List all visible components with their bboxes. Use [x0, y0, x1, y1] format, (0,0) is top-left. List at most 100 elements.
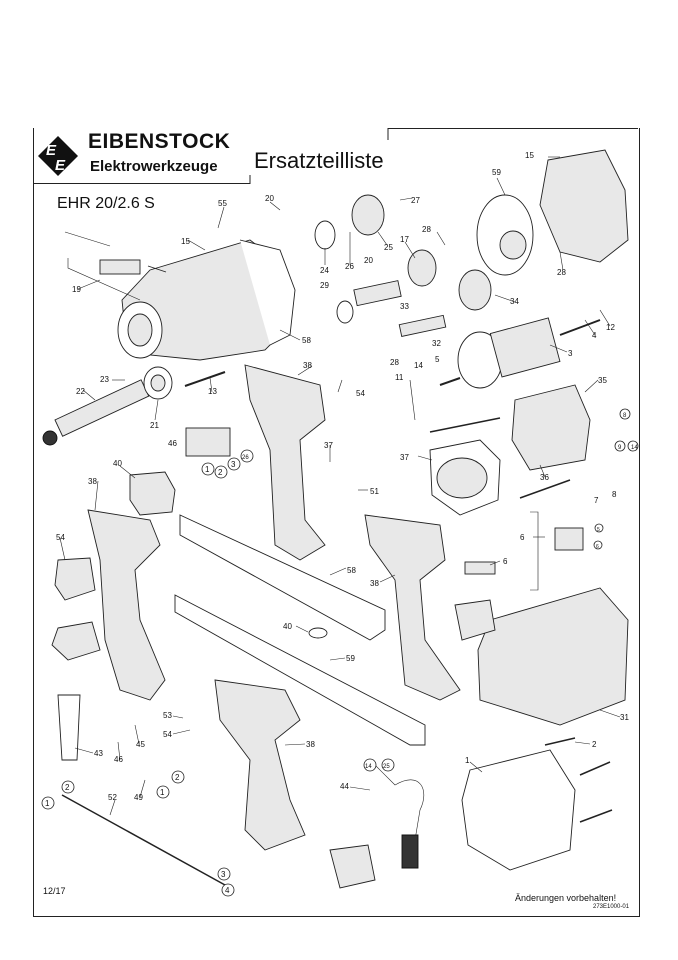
part-label: 33 — [400, 302, 409, 311]
part-label: 46 — [168, 439, 177, 448]
circle-label: 25 — [383, 764, 390, 770]
brand-name: EIBENSTOCK — [88, 130, 231, 153]
part-label: 36 — [540, 473, 549, 482]
page-frame — [33, 128, 640, 917]
part-label: 28 — [557, 268, 566, 277]
part-label: 28 — [390, 358, 399, 367]
sleeve-part — [57, 694, 81, 761]
circle-label: 26 — [242, 455, 249, 461]
part-label: 12 — [606, 323, 615, 332]
part-label: 40 — [113, 459, 122, 468]
part-label: 13 — [208, 387, 217, 396]
part-label: 21 — [150, 421, 159, 430]
gear-housing-part — [117, 239, 296, 361]
brush-part — [464, 561, 496, 575]
part-label: 29 — [320, 281, 329, 290]
handle-half-middle-part — [244, 364, 326, 561]
part-label: 34 — [510, 297, 519, 306]
part-label: 53 — [163, 711, 172, 720]
part-label: 24 — [320, 266, 329, 275]
part-label: 38 — [370, 579, 379, 588]
part-label: 49 — [134, 793, 143, 802]
end-cover-part — [539, 149, 629, 263]
handle-bottom-part — [214, 679, 306, 851]
spindle-part — [42, 379, 150, 446]
part-label: 26 — [345, 262, 354, 271]
circle-label: 5 — [597, 527, 600, 533]
part-label: 38 — [306, 740, 315, 749]
part-label: 14 — [414, 361, 423, 370]
part-label: 52 — [108, 793, 117, 802]
part-label: 1 — [465, 756, 470, 765]
part-label: 22 — [76, 387, 85, 396]
circle-label: 3 — [221, 870, 226, 879]
brand-subtitle: Elektrowerkzeuge — [90, 158, 218, 175]
part-label: 54 — [163, 730, 172, 739]
circle-label: 3 — [231, 460, 236, 469]
part-label: 17 — [400, 235, 409, 244]
armature-part — [439, 317, 601, 389]
brush-holder-part — [554, 527, 584, 551]
part-label: 46 — [114, 755, 123, 764]
part-label: 58 — [347, 566, 356, 575]
handle-half-right-part — [364, 514, 461, 701]
part-label: 38 — [303, 361, 312, 370]
part-label: 32 — [432, 339, 441, 348]
part-label: 20 — [364, 256, 373, 265]
part-label: 38 — [88, 477, 97, 486]
circle-label: 14 — [631, 445, 638, 451]
handle-half-left-part — [87, 509, 166, 701]
cap-part-2 — [51, 621, 101, 661]
rail-part-59 — [174, 594, 426, 746]
motor-housing-part — [477, 587, 629, 726]
leader-lines — [59, 156, 621, 816]
footer-note: Änderungen vorbehalten! — [515, 893, 617, 903]
circle-label: 6 — [596, 544, 599, 550]
circle-label: 1 — [45, 799, 50, 808]
part-label: 37 — [324, 441, 333, 450]
circle-label: 9 — [618, 445, 622, 451]
part-label: 2 — [592, 740, 597, 749]
circle-label: 1 — [160, 788, 165, 797]
part-label: 40 — [283, 622, 292, 631]
model-number: EHR 20/2.6 S — [57, 195, 155, 212]
part-label: 55 — [218, 199, 227, 208]
end-cap-part — [329, 844, 376, 889]
switch-part — [185, 427, 231, 457]
part-label: 15 — [181, 237, 190, 246]
part-label: 37 — [400, 453, 409, 462]
part-label: 59 — [492, 168, 501, 177]
circle-label: 14 — [365, 764, 372, 770]
part-label: 19 — [72, 285, 81, 294]
part-label: 44 — [340, 782, 349, 791]
frame-left-top-line — [33, 183, 250, 184]
part-label: 54 — [56, 533, 65, 542]
part-label: 7 — [594, 496, 599, 505]
part-label: 11 — [395, 373, 404, 382]
part-label: 51 — [370, 487, 379, 496]
circle-label: 2 — [218, 468, 223, 477]
circle-label: 4 — [225, 886, 230, 895]
part-label: 27 — [411, 196, 420, 205]
svg-text:E: E — [55, 157, 66, 174]
bottom-cover-part — [461, 749, 576, 871]
circle-label: 8 — [623, 413, 627, 419]
field-coil-part — [511, 384, 591, 471]
document-code: 273E1000-01 — [593, 904, 630, 910]
part-label: 25 — [384, 243, 393, 252]
bearing-part — [143, 366, 173, 400]
rail-part-58 — [179, 514, 386, 641]
page-number: 12/17 — [43, 886, 66, 896]
part-label: 59 — [346, 654, 355, 663]
part-label: 5 — [435, 355, 440, 364]
part-label: 28 — [422, 225, 431, 234]
frame-top-line — [388, 128, 638, 129]
part-label: 43 — [94, 749, 103, 758]
screw-set-part — [64, 231, 167, 275]
plug-part — [401, 834, 419, 869]
circle-label: 2 — [175, 773, 180, 782]
document-title: Ersatzteilliste — [254, 148, 384, 173]
